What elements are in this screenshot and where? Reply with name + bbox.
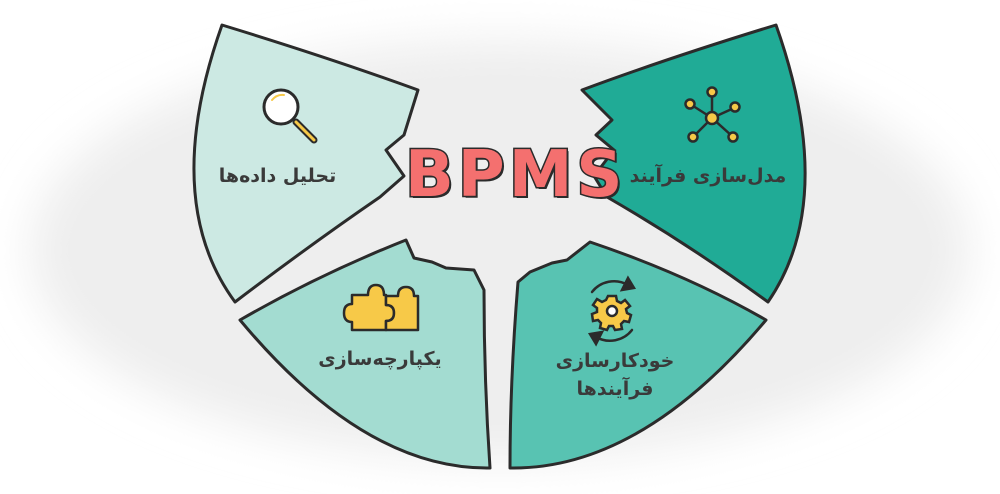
process-automation-label-line2: فرآیندها xyxy=(576,377,654,400)
segment-process-automation xyxy=(508,240,768,470)
network-icon xyxy=(684,86,741,143)
data-analysis-label: تحلیل داده‌ها xyxy=(218,165,337,187)
segment-process-modeling xyxy=(580,23,807,304)
process-automation-label: خودکارسازی فرآیندها xyxy=(530,348,700,403)
segment-integration xyxy=(238,238,492,470)
integration-label: یکپارچه‌سازی xyxy=(318,348,442,370)
magnifier-icon xyxy=(262,88,318,144)
puzzle-icon xyxy=(342,283,420,332)
background-cloud xyxy=(30,40,970,460)
gear-cycle-icon xyxy=(587,275,637,347)
process-modeling-label: مدل‌سازی فرآیند xyxy=(629,165,787,187)
center-title: BPMS xyxy=(404,137,627,214)
process-automation-label-line1: خودکارسازی xyxy=(555,350,675,372)
segment-data-analysis xyxy=(192,23,420,304)
